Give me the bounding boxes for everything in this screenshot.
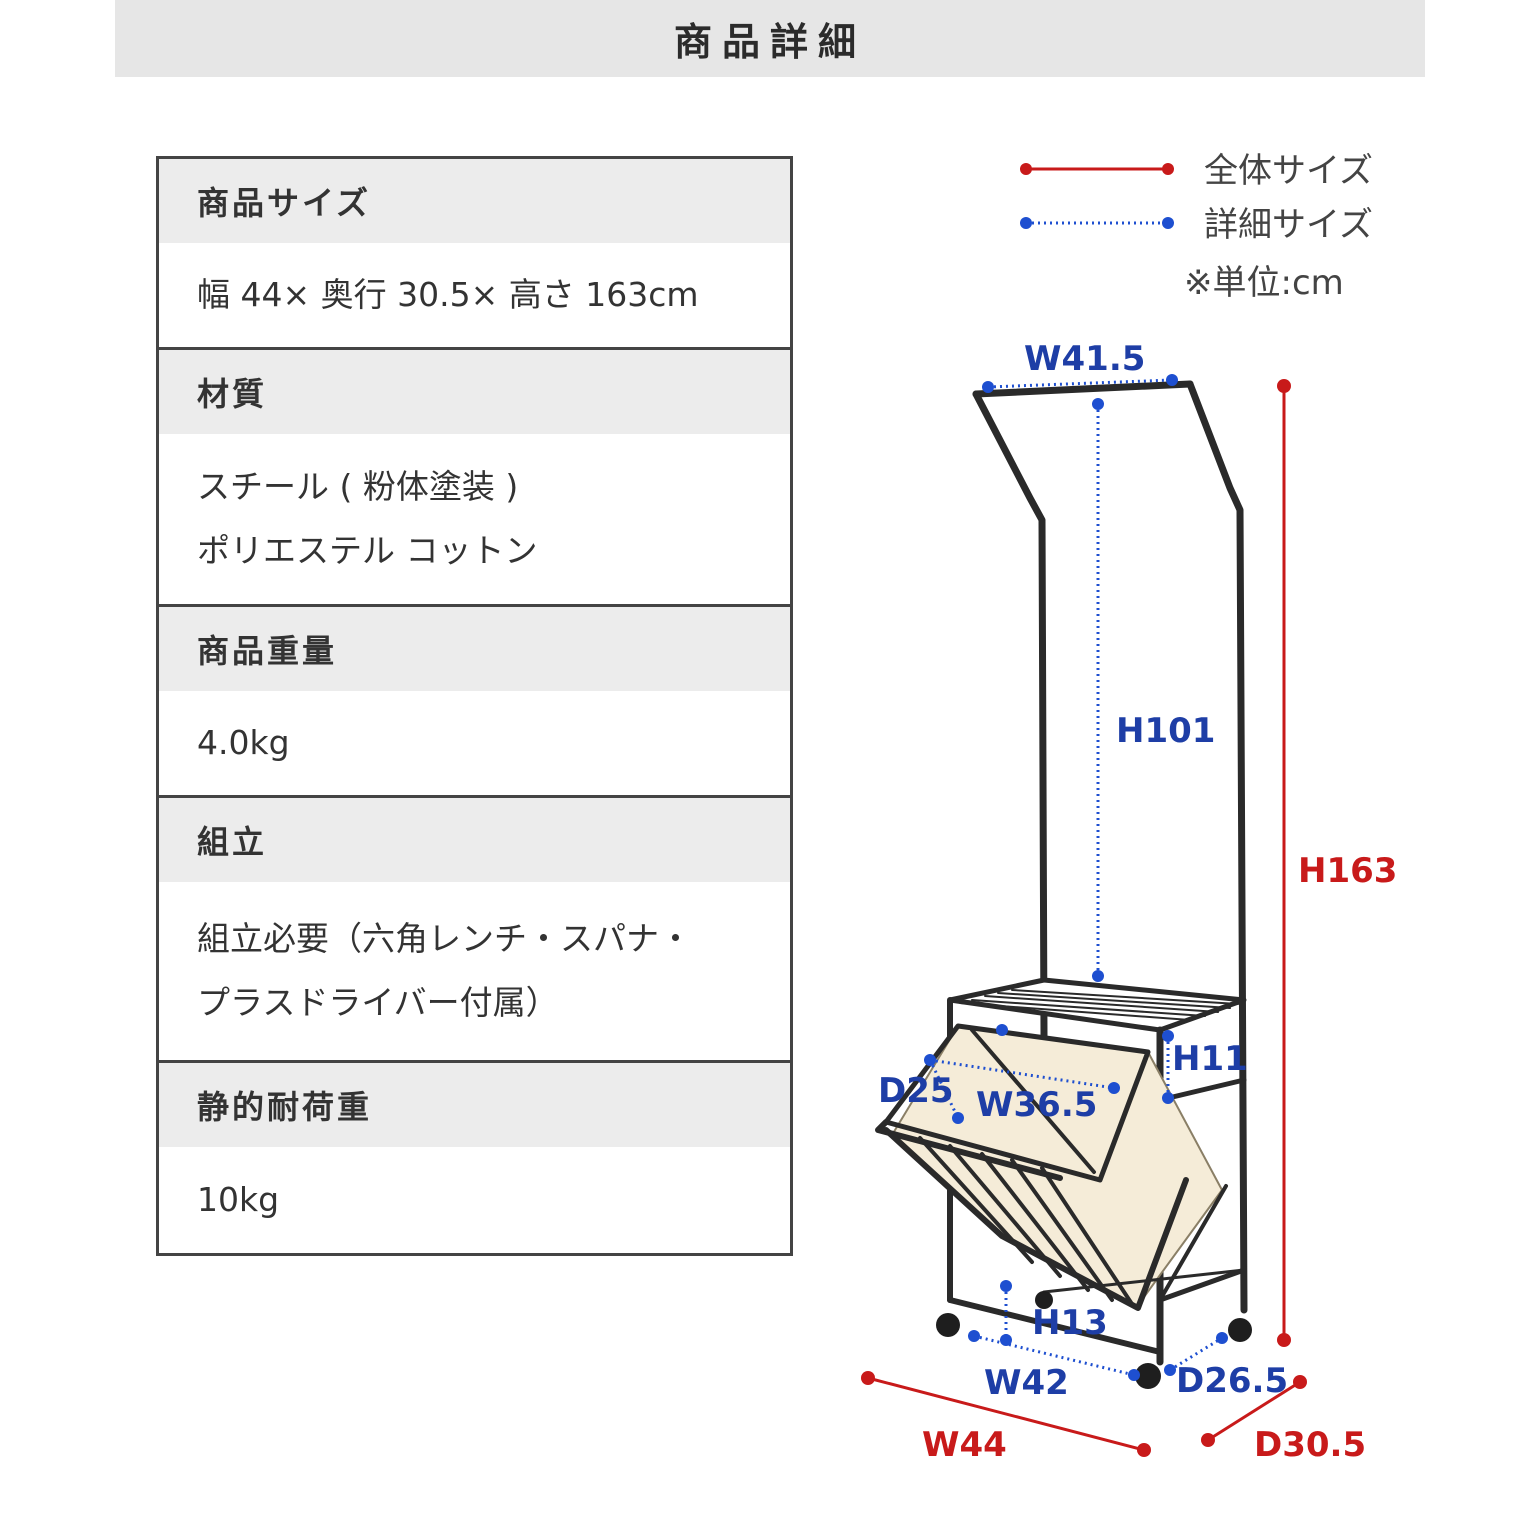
- dim-label-shelf-height: H11: [1172, 1039, 1248, 1079]
- spec-value-line: 10kg: [197, 1180, 280, 1219]
- spec-value: スチール ( 粉体塗装 ) ポリエステル コットン: [159, 434, 790, 604]
- spec-table: 商品サイズ 幅 44× 奥行 30.5× 高さ 163cm 材質 スチール ( …: [156, 156, 793, 1256]
- section-header: 商品詳細: [115, 0, 1425, 77]
- dim-label-upper-height: H101: [1116, 711, 1215, 751]
- dim-label-bag-depth: D25: [878, 1071, 954, 1111]
- spec-value-line: 組立必要（六角レンチ・スパナ・: [197, 919, 692, 958]
- spec-value: 4.0kg: [159, 691, 790, 795]
- spec-row-assembly: 組立 組立必要（六角レンチ・スパナ・ プラスドライバー付属）: [159, 795, 790, 1060]
- dim-label-overall-depth: D30.5: [1254, 1425, 1366, 1465]
- dim-label-top-width: W41.5: [1024, 339, 1145, 379]
- legend-detail-dot: [1162, 217, 1174, 229]
- spec-label: 商品サイズ: [159, 159, 790, 243]
- legend-detail-label: 詳細サイズ: [1204, 205, 1373, 245]
- legend-unit-note: ※単位:cm: [1184, 263, 1344, 303]
- legend-overall-label: 全体サイズ: [1204, 151, 1373, 191]
- legend-detail-dot: [1020, 217, 1032, 229]
- spec-label: 材質: [159, 350, 790, 434]
- dim-label-overall-width: W44: [922, 1425, 1007, 1465]
- detail-dimension-dots: [924, 374, 1228, 1381]
- detail-dimensions: [928, 378, 1223, 1377]
- spec-value-line: スチール ( 粉体塗装 ): [197, 467, 519, 506]
- spec-value: 幅 44× 奥行 30.5× 高さ 163cm: [159, 243, 790, 347]
- dim-label-bottom-clearance: H13: [1032, 1303, 1108, 1343]
- dim-label-base-depth: D26.5: [1176, 1361, 1288, 1401]
- spec-value: 組立必要（六角レンチ・スパナ・ プラスドライバー付属）: [159, 882, 790, 1060]
- caster-wheels: [936, 1291, 1252, 1389]
- overall-dimension-dots: [861, 379, 1307, 1457]
- laundry-cart-illustration: [875, 380, 1248, 1366]
- spec-row-size: 商品サイズ 幅 44× 奥行 30.5× 高さ 163cm: [159, 159, 790, 347]
- dim-label-base-width: W42: [984, 1363, 1069, 1403]
- caster-wheel: [1135, 1363, 1161, 1389]
- dim-label-total-height: H163: [1298, 851, 1397, 891]
- spec-value-line: 4.0kg: [197, 723, 290, 762]
- legend-overall-dot: [1020, 163, 1032, 175]
- spec-value-line: 幅 44× 奥行 30.5× 高さ 163cm: [197, 275, 699, 314]
- caster-wheel: [936, 1313, 960, 1337]
- legend: 全体サイズ 詳細サイズ ※単位:cm: [1020, 151, 1373, 303]
- spec-row-material: 材質 スチール ( 粉体塗装 ) ポリエステル コットン: [159, 347, 790, 604]
- spec-row-load-capacity: 静的耐荷重 10kg: [159, 1060, 790, 1253]
- spec-label: 組立: [159, 798, 790, 882]
- spec-label: 静的耐荷重: [159, 1063, 790, 1147]
- caster-wheel: [1035, 1291, 1053, 1309]
- spec-value: 10kg: [159, 1147, 790, 1253]
- spec-value-line: プラスドライバー付属）: [197, 983, 559, 1022]
- dim-label-bag-width: W36.5: [976, 1085, 1097, 1125]
- legend-overall-dot: [1162, 163, 1174, 175]
- spec-value-line: ポリエステル コットン: [197, 531, 538, 570]
- caster-wheel: [1228, 1318, 1252, 1342]
- section-title: 商品詳細: [673, 20, 866, 64]
- overall-dimensions: [867, 386, 1301, 1452]
- spec-label: 商品重量: [159, 607, 790, 691]
- spec-row-weight: 商品重量 4.0kg: [159, 604, 790, 795]
